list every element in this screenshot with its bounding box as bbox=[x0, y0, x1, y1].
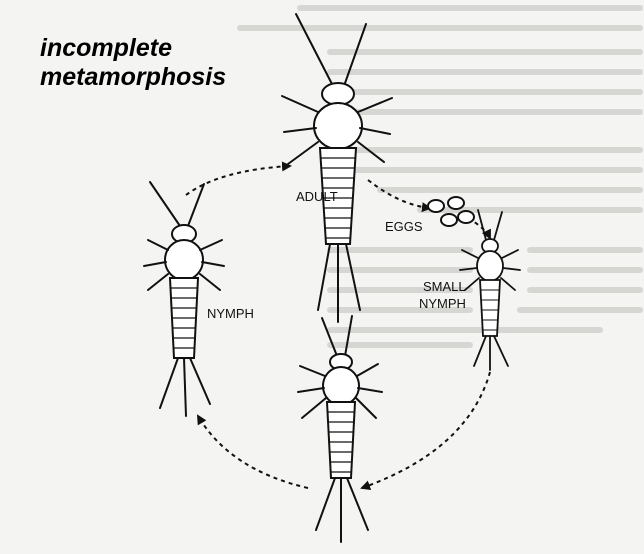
title-line-1: incomplete bbox=[40, 34, 172, 62]
label-nymph: NYMPH bbox=[207, 306, 254, 321]
title-line-2: metamorphosis bbox=[40, 63, 226, 91]
label-adult: ADULT bbox=[296, 189, 338, 204]
arrow-middle-nymph-to-nymph bbox=[198, 416, 308, 488]
faded-background-text bbox=[240, 8, 640, 345]
egg bbox=[448, 197, 464, 209]
arrow-adult-to-eggs bbox=[368, 180, 430, 208]
label-small-nymph-line1: SMALL bbox=[423, 279, 466, 294]
egg bbox=[428, 200, 444, 212]
arrow-small-nymph-to-middle-nymph bbox=[362, 372, 490, 488]
egg bbox=[441, 214, 457, 226]
nymph-insect bbox=[144, 182, 224, 416]
middle-nymph-insect bbox=[298, 316, 382, 542]
label-small-nymph-line2: NYMPH bbox=[419, 296, 466, 311]
label-eggs: EGGS bbox=[385, 219, 423, 234]
egg bbox=[458, 211, 474, 223]
